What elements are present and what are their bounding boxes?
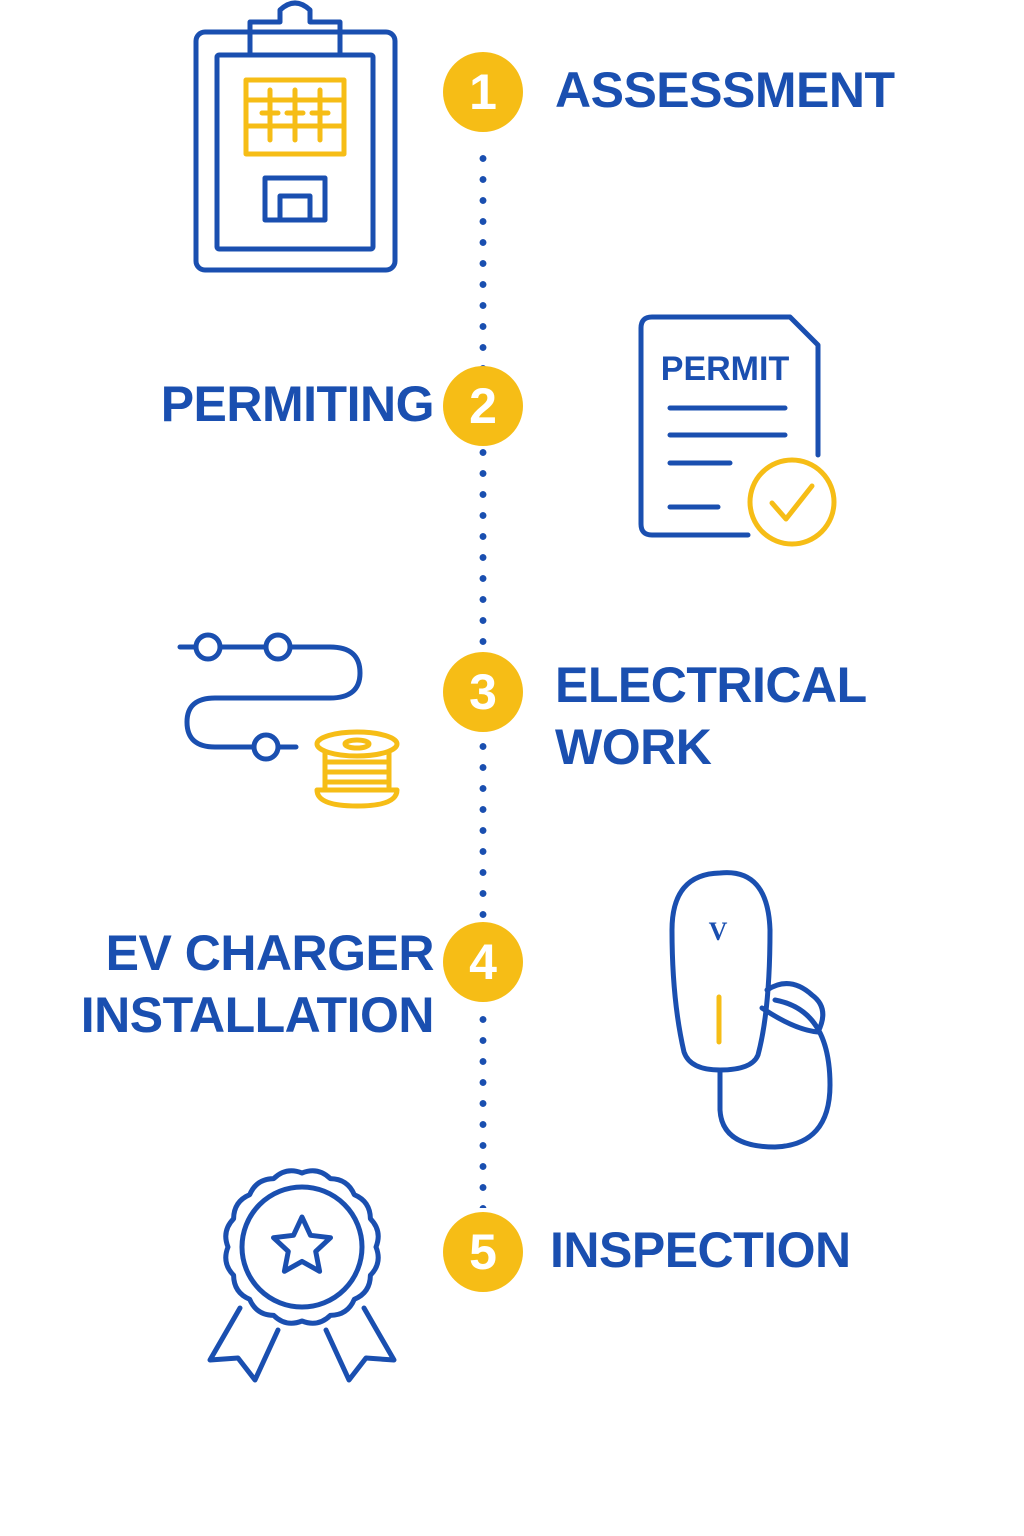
- award-ribbon-icon: [207, 1168, 397, 1383]
- step-2-label: PERMITING: [160, 373, 435, 435]
- permit-icon-text: PERMIT: [661, 350, 790, 388]
- clipboard-panel-icon: [193, 0, 398, 273]
- step-4-label-line-2: INSTALLATION: [80, 987, 435, 1043]
- step-3-badge: 3: [443, 652, 523, 732]
- step-5-label-line-1: INSPECTION: [550, 1222, 851, 1278]
- step-5-badge: 5: [443, 1212, 523, 1292]
- step-5-label: INSPECTION: [550, 1219, 851, 1281]
- step-1-label-line-1: ASSESSMENT: [555, 62, 895, 118]
- step-3-label-line-2: WORK: [555, 719, 712, 775]
- ev-charger-icon: V: [669, 870, 833, 1150]
- step-1-label: ASSESSMENT: [555, 59, 895, 121]
- step-1-badge: 1: [443, 52, 523, 132]
- wire-spool-icon: [177, 632, 400, 809]
- step-3-label-line-1: ELECTRICAL: [555, 657, 867, 713]
- charger-brand-text: V: [709, 917, 728, 946]
- step-4-label-line-1: EV CHARGER: [105, 925, 435, 981]
- step-4-label: EV CHARGER INSTALLATION: [80, 922, 435, 1046]
- step-2-label-line-1: PERMITING: [160, 376, 435, 432]
- step-2-badge: 2: [443, 366, 523, 446]
- step-3-label: ELECTRICAL WORK: [555, 654, 867, 778]
- permit-document-icon: PERMIT: [638, 314, 837, 547]
- step-4-badge: 4: [443, 922, 523, 1002]
